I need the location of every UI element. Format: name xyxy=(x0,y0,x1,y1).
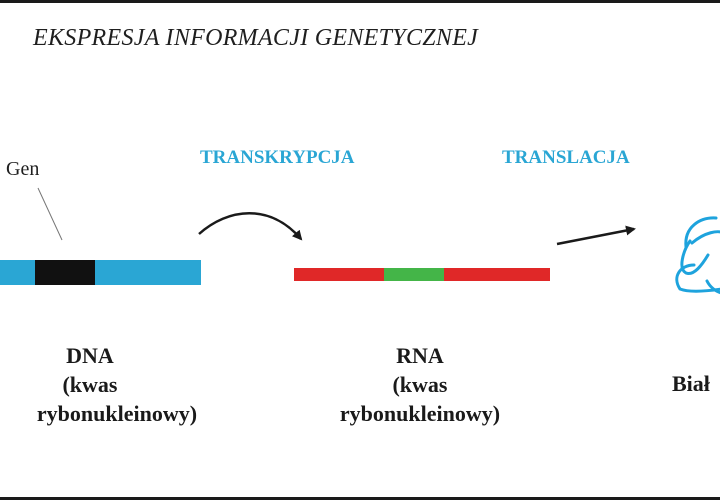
rna-description-line-1: (kwas xyxy=(392,372,448,397)
transcription-arrow xyxy=(198,212,303,241)
dna-name: DNA xyxy=(66,343,114,368)
diagram-graphics xyxy=(0,187,720,295)
dna-caption: DNA (kwas rybonukleinowy) xyxy=(0,341,197,428)
gene-label: Gen xyxy=(6,158,40,180)
diagram-title: EKSPRESJA INFORMACJI GENETYCZNEJ xyxy=(33,25,479,51)
gene-segment xyxy=(35,260,95,285)
rna-name: RNA xyxy=(396,343,444,368)
transcription-label: TRANSKRYPCJA xyxy=(200,147,355,168)
rna-codon-segment xyxy=(384,268,444,281)
translation-label: TRANSLACJA xyxy=(502,147,630,168)
protein-caption: Biał xyxy=(672,371,710,396)
gene-pointer-line xyxy=(37,187,63,241)
protein-sketch xyxy=(675,216,720,295)
rna-caption: RNA (kwas rybonukleinowy) xyxy=(300,341,540,428)
dna-description-line-2: rybonukleinowy) xyxy=(36,401,198,426)
rna-description-line-2: rybonukleinowy) xyxy=(339,401,501,426)
dna-description-line-1: (kwas xyxy=(62,372,118,397)
dna-strand xyxy=(0,260,201,285)
translation-arrow xyxy=(556,225,636,246)
